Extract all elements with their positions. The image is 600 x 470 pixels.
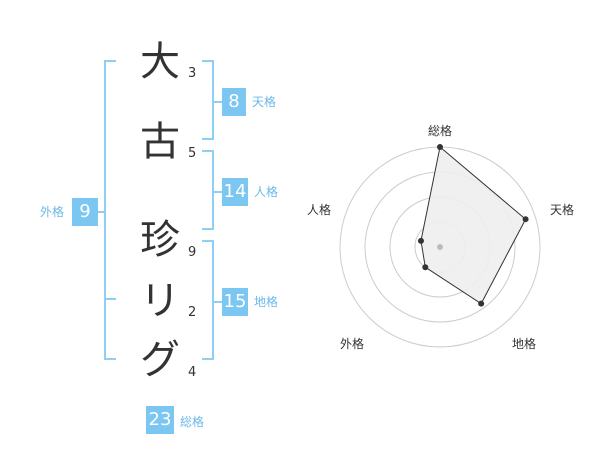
tenkaku-value: 8: [222, 88, 246, 116]
jinkaku-bracket-bottom: [202, 228, 214, 230]
gaikaku-bracket-vertical: [104, 60, 106, 360]
chikaku-bracket-top: [202, 240, 214, 242]
soukaku-value: 23: [146, 406, 174, 434]
tenkaku-bracket-bottom: [202, 138, 214, 140]
gaikaku-bracket-bottom: [104, 358, 116, 360]
radar-label-tenkaku: 天格: [550, 203, 575, 217]
radar-point-gaikaku: [422, 264, 429, 271]
name-char-1: 大: [140, 39, 180, 85]
chikaku-value: 15: [222, 288, 248, 316]
name-char-2: 古: [140, 119, 180, 165]
jinkaku-bracket-vertical: [212, 150, 214, 230]
tenkaku-bracket-vertical: [212, 60, 214, 140]
radar-point-chikaku: [478, 300, 485, 307]
radar-point-jinkaku: [417, 237, 424, 244]
gaikaku-label: 外格: [40, 205, 65, 219]
chikaku-bracket-bottom: [202, 358, 214, 360]
name-char-3: 珍: [140, 217, 180, 263]
chikaku-label: 地格: [254, 295, 279, 309]
stroke-count-2: 5: [188, 146, 197, 161]
soukaku-label: 総格: [180, 415, 205, 429]
stroke-count-4: 2: [188, 305, 197, 320]
radar-point-tenkaku: [522, 216, 529, 223]
stroke-count-3: 9: [188, 245, 197, 260]
jinkaku-bracket-top: [202, 150, 214, 152]
gaikaku-value: 9: [72, 198, 98, 226]
tenkaku-bracket-top: [202, 60, 214, 62]
radar-label-chikaku: 地格: [512, 337, 537, 351]
radar-label-gaikaku: 外格: [340, 337, 365, 351]
jinkaku-label: 人格: [254, 185, 279, 199]
radar-label-soukaku: 総格: [428, 124, 453, 138]
name-char-5: グ: [140, 337, 180, 383]
radar-point-soukaku: [437, 144, 443, 150]
radar-polygon: [420, 146, 527, 305]
tenkaku-label: 天格: [252, 95, 277, 109]
chikaku-connector: [214, 301, 222, 303]
jinkaku-connector: [214, 191, 222, 193]
stroke-count-1: 3: [188, 66, 197, 81]
tenkaku-connector: [214, 101, 222, 103]
stroke-count-5: 4: [188, 365, 197, 380]
radar-label-jinkaku: 人格: [307, 203, 332, 217]
gaikaku-bracket-top: [104, 60, 116, 62]
gaikaku-bracket-split: [104, 298, 116, 300]
gaikaku-connector: [98, 211, 104, 213]
radar-center-dot: [437, 244, 443, 250]
name-char-4: リ: [140, 278, 180, 324]
jinkaku-value: 14: [222, 178, 248, 206]
chikaku-bracket-vertical: [212, 240, 214, 360]
